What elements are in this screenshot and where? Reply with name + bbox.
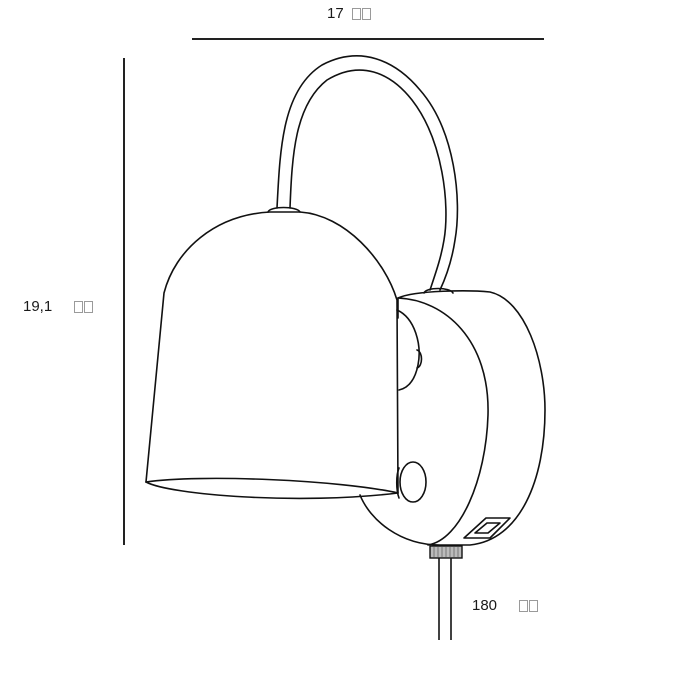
cable-length-label: 180: [472, 597, 539, 614]
height-value: 19,1: [23, 298, 53, 315]
dome-shade: [145, 211, 399, 500]
base-plate: [359, 290, 546, 546]
width-dimension-label: 17: [327, 5, 372, 22]
cable-unit-glyphs: [519, 599, 539, 612]
usb-port-icon: [463, 517, 511, 539]
top-ferrule: [267, 206, 301, 213]
height-unit-glyphs: [74, 300, 94, 313]
pivot-knob: [396, 309, 423, 391]
width-unit-glyphs: [351, 7, 372, 20]
cord-grip: [429, 545, 463, 559]
power-cable: [438, 558, 452, 640]
cable-length-value: 180: [472, 597, 498, 614]
switch-button-icon: [395, 461, 427, 503]
arched-cable-icon: [276, 55, 459, 291]
width-value: 17: [327, 5, 344, 22]
height-dimension-label: 19,1: [23, 298, 94, 315]
